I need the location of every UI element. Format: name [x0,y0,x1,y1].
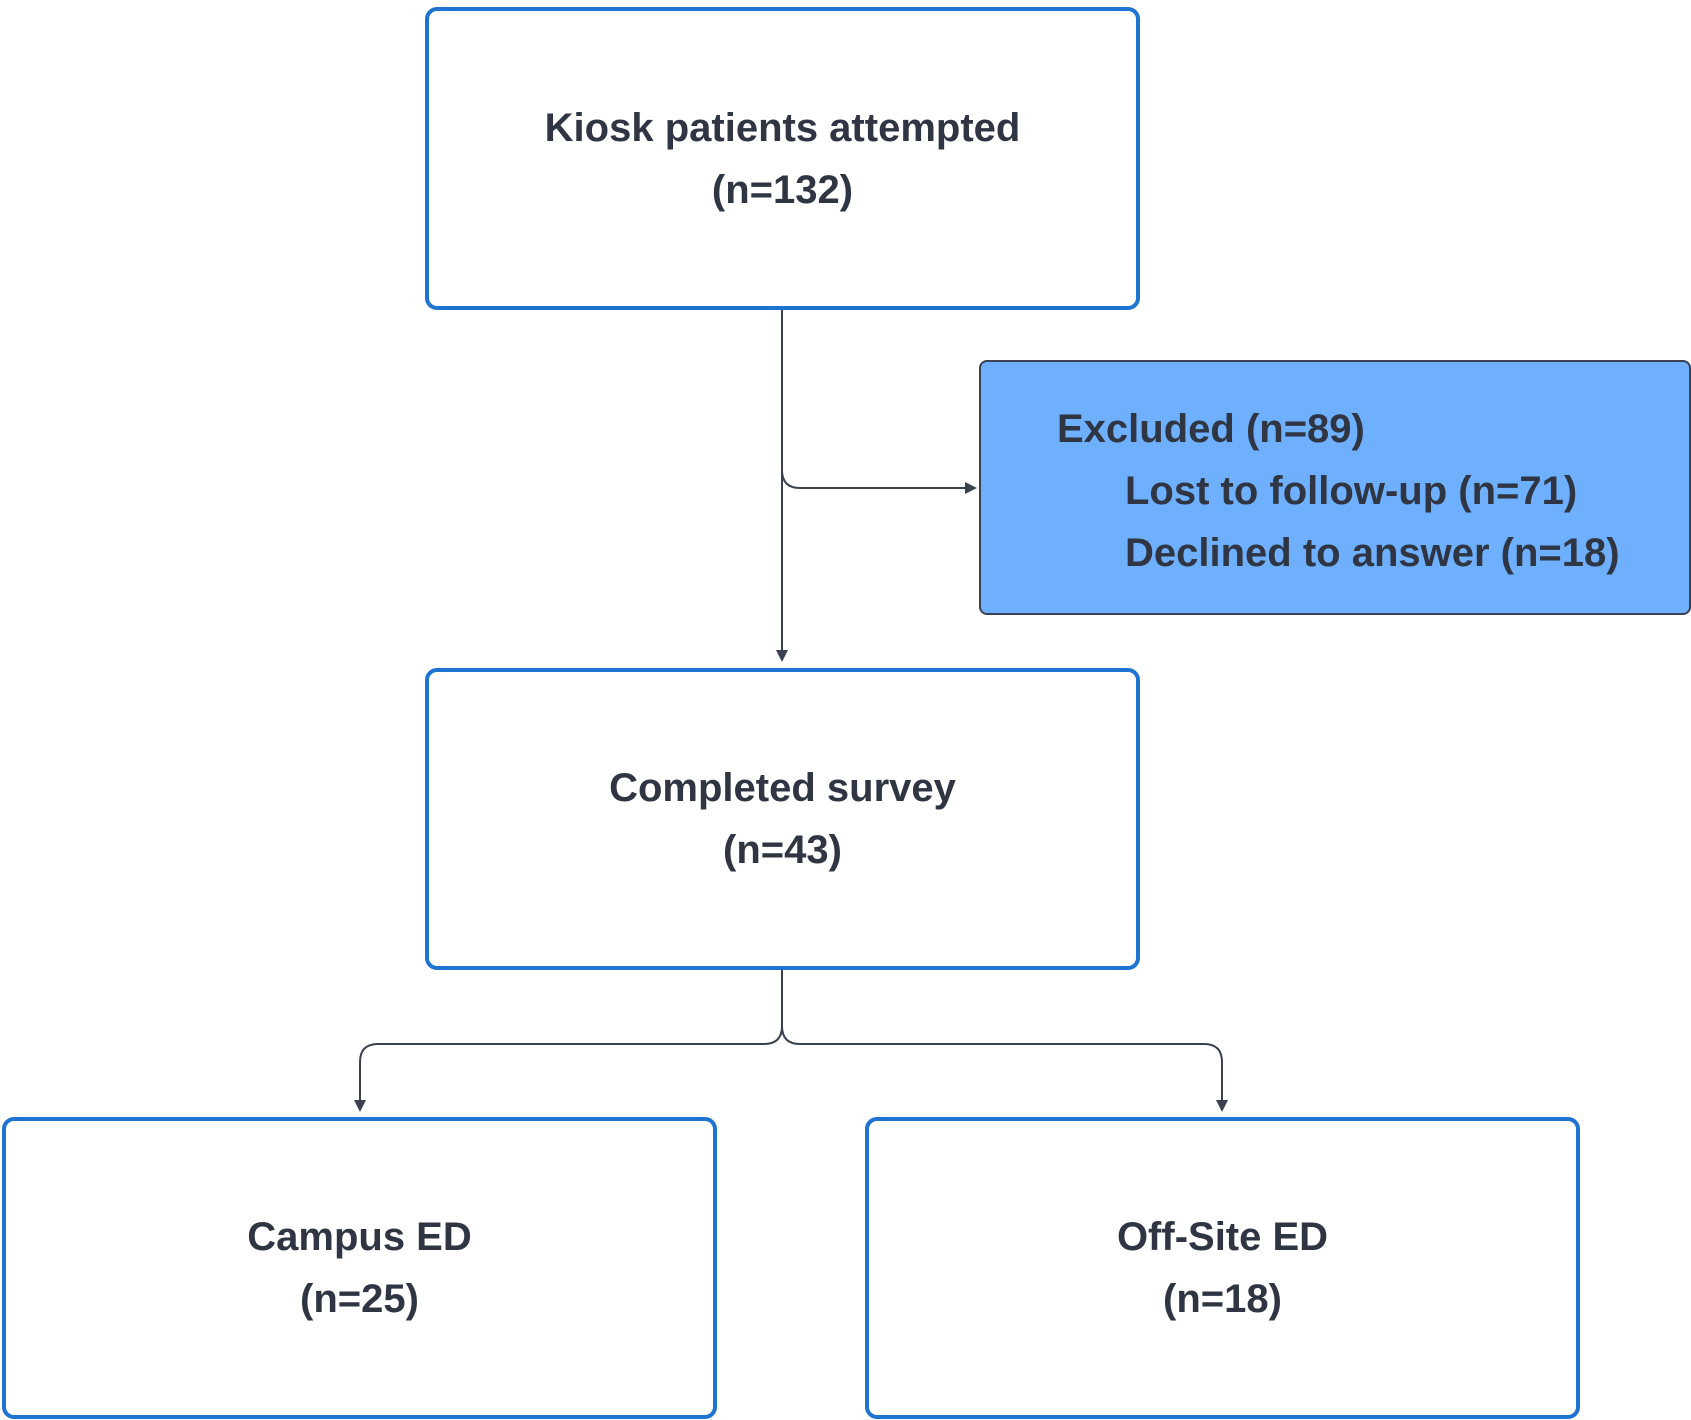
arrow-attempted-to-excluded [781,469,977,494]
node-offsite-ed-count: (n=18) [1163,1277,1282,1321]
node-completed-label: Completed survey [609,766,956,810]
node-campus-ed-count: (n=25) [300,1277,419,1321]
node-offsite-ed-label: Off-Site ED [1116,1215,1329,1259]
node-campus-ed-label: Campus ED [247,1215,472,1259]
arrow-completed-to-campus [354,970,783,1112]
node-excluded: Excluded (n=89) Lost to follow-up (n=71)… [979,360,1691,615]
node-attempted-count: (n=132) [711,167,854,212]
node-attempted: Kiosk patients attempted (n=132) [425,7,1140,310]
excluded-reason-declined: Declined to answer (n=18) [1125,531,1620,575]
node-attempted-label: Kiosk patients attempted [544,105,1021,150]
arrow-completed-to-offsite [781,1025,1228,1112]
node-completed: Completed survey (n=43) [425,668,1140,970]
node-completed-count: (n=43) [723,828,842,872]
excluded-reason-lost: Lost to follow-up (n=71) [1125,469,1578,513]
node-offsite-ed: Off-Site ED (n=18) [865,1117,1580,1419]
node-campus-ed: Campus ED (n=25) [2,1117,717,1419]
node-excluded-title: Excluded (n=89) [1057,407,1365,451]
